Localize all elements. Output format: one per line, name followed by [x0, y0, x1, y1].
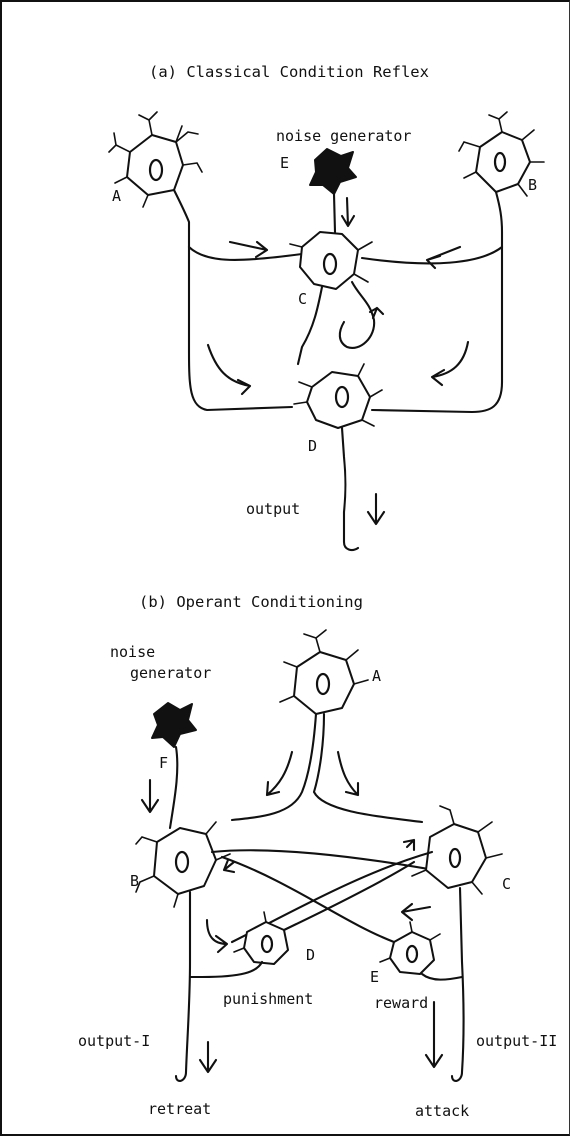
panel-b-output-ii-label: output-II	[476, 1032, 557, 1050]
panel-a-label-e: E	[280, 154, 289, 172]
panel-a-noise-generator-label: noise generator	[276, 127, 411, 145]
panel-b-label-b: B	[130, 872, 139, 890]
panel-a-title: (a) Classical Condition Reflex	[149, 63, 429, 81]
panel-b-noise-label-line1: noise	[110, 643, 155, 661]
panel-b-punishment-label: punishment	[223, 990, 313, 1008]
panel-b-neuron-d	[190, 862, 414, 977]
panel-b-label-f: F	[159, 754, 168, 772]
panel-b-neuron-a	[232, 630, 422, 822]
panel-b-label-e: E	[370, 968, 379, 986]
panel-a-neuron-b	[362, 112, 544, 412]
panel-b-label-a: A	[372, 667, 381, 685]
panel-b-retreat-label: retreat	[148, 1100, 211, 1118]
panel-a-noise-generator-e	[310, 149, 356, 232]
panel-b-output-i-label: output-I	[78, 1032, 150, 1050]
panel-b-title: (b) Operant Conditioning	[139, 593, 363, 611]
panel-b: (b) Operant Conditioning noise generator…	[78, 593, 557, 1120]
panel-a: (a) Classical Condition Reflex noise gen…	[109, 63, 544, 550]
panel-a-label-a: A	[112, 187, 121, 205]
panel-b-noise-label-line2: generator	[130, 664, 211, 682]
panel-a-neuron-a	[109, 112, 302, 410]
panel-a-output-label: output	[246, 500, 300, 518]
panel-b-label-c: C	[502, 875, 511, 893]
panel-b-reward-label: reward	[374, 994, 428, 1012]
panel-a-label-b: B	[528, 176, 537, 194]
panel-b-label-d: D	[306, 946, 315, 964]
panel-a-neuron-d	[294, 364, 382, 550]
panel-a-label-d: D	[308, 437, 317, 455]
panel-a-label-c: C	[298, 290, 307, 308]
panel-b-attack-label: attack	[415, 1102, 469, 1120]
